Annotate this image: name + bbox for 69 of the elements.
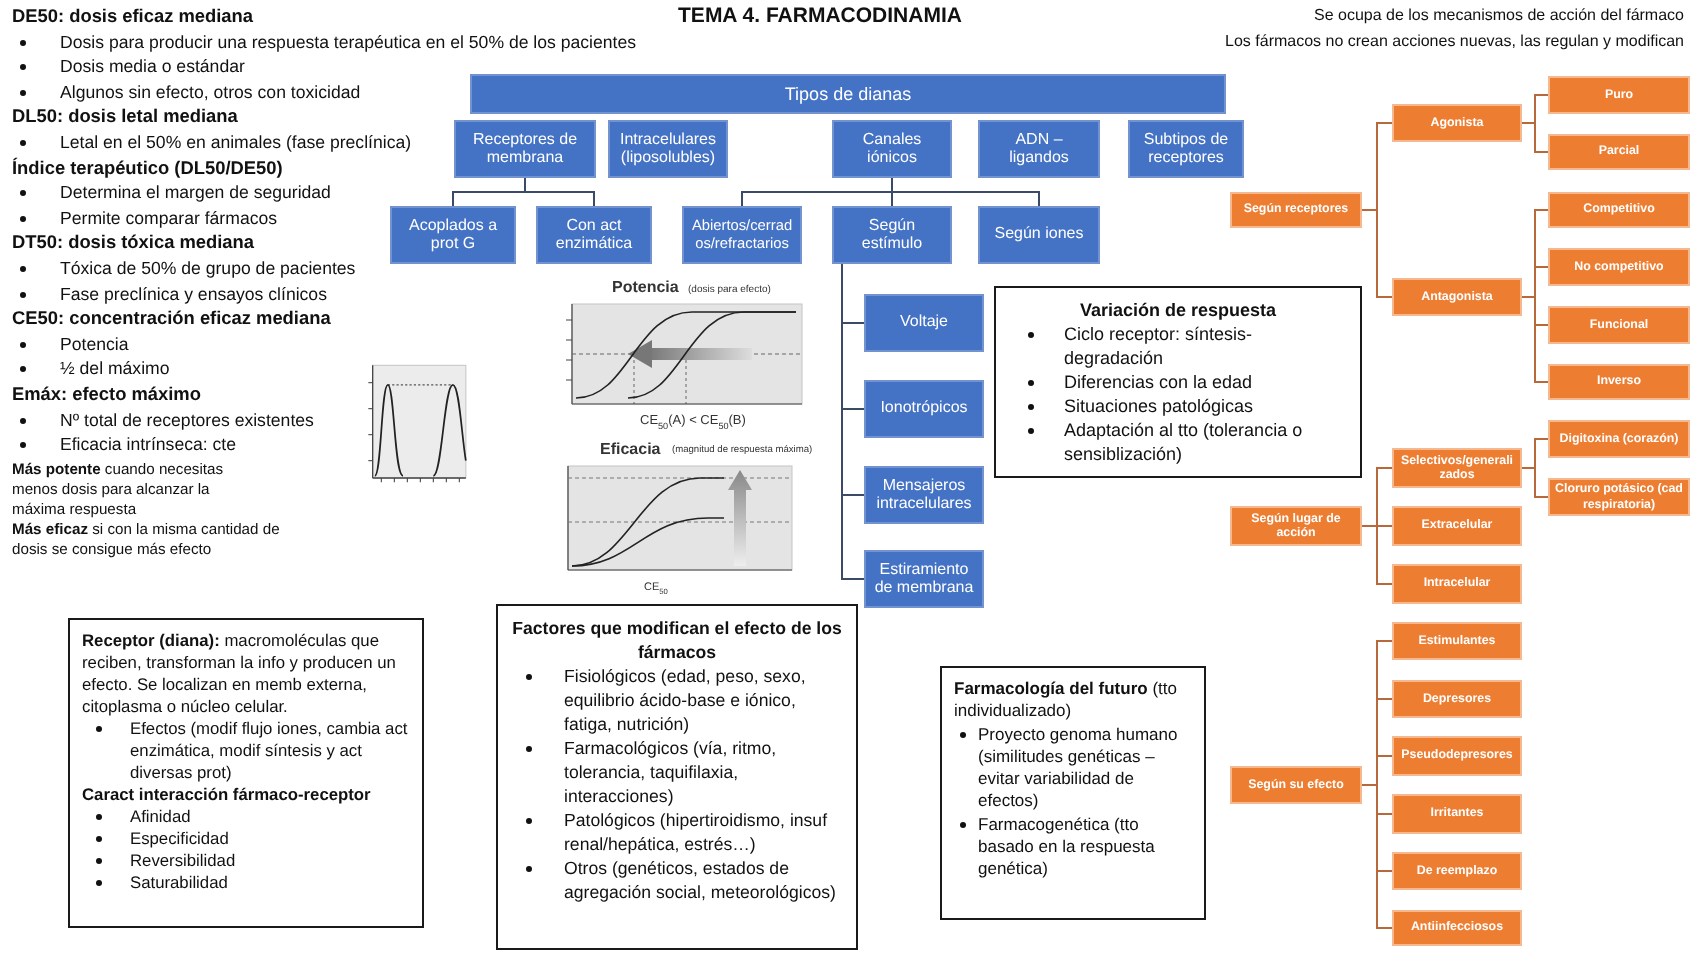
bullet-item: Efectos (modif flujo iones, cambia act enzimática, modif síntesis y act diversas prot) (82, 718, 410, 784)
note-card (994, 286, 1362, 478)
card-subheading: Caract interacción fármaco-receptor (82, 784, 373, 806)
category-box: Según estímulo (832, 206, 952, 264)
category-box: Intracelulares (liposolubles) (608, 120, 728, 178)
category-box: Ionotrópicos (864, 380, 984, 438)
category-box: Subtipos de receptores (1128, 120, 1244, 178)
connector-line (1521, 467, 1549, 498)
bullet-item: Fase preclínica y ensayos clínicos (16, 281, 327, 306)
bullet-item: Patológicos (hipertiroidismo, insuf renal/hepática, estrés…) (512, 808, 842, 856)
note-card (496, 604, 858, 950)
bullet-item: Afinidad (82, 806, 410, 828)
bullet-item: Saturabilidad (82, 872, 410, 894)
page-title: TEMA 4. FARMACODINAMIA (678, 4, 962, 28)
note-card (68, 618, 424, 928)
definition-heading: DT50: dosis tóxica mediana (12, 230, 255, 255)
bullet-item: Reversibilidad (82, 850, 410, 872)
bullet-item: Fisiológicos (edad, peso, sexo, equilibrio ácido-base e iónico, fatiga, nutrición) (512, 664, 842, 736)
bullet-item: Permite comparar fármacos (16, 205, 278, 230)
connector-line (1521, 296, 1549, 383)
category-box: Acoplados a prot G (390, 206, 516, 264)
connector-line (1361, 784, 1393, 929)
category-box: Voltaje (864, 294, 984, 352)
bullet-item: Situaciones patológicas (1012, 394, 1344, 418)
connector-line (841, 263, 865, 580)
definition-heading: Índice terapéutico (DL50/DE50) (12, 155, 283, 180)
bullet-item: Adaptación al tto (tolerancia o sensiblización) (1012, 418, 1344, 466)
bullet-item: Dosis media o estándar (16, 54, 245, 79)
category-box: Estiramiento de membrana (864, 550, 984, 608)
card-heading: Factores que modifican el efecto de los fármacos (512, 616, 842, 664)
bullet-item: Letal en el 50% en animales (fase preclínica) (16, 130, 412, 154)
header-bar: Tipos de dianas (470, 74, 1226, 114)
bullet-item: Determina el margen de seguridad (16, 180, 331, 205)
bullet-item: Diferencias con la edad (1012, 370, 1344, 394)
category-box: Con act enzimática (536, 206, 652, 264)
definition-heading: CE50: concentración eficaz mediana (12, 306, 331, 331)
card-paragraph: Receptor (diana): macromoléculas que reciben, transforman la info y producen un efecto. Se localizan en memb externa, citoplasma o núcleo celular. (82, 630, 398, 718)
bullet-item: Ciclo receptor: síntesis-degradación (1012, 322, 1344, 370)
bullet-item: Algunos sin efecto, otros con toxicidad (16, 79, 361, 104)
subtitle-text: Se ocupa de los mecanismos de acción del fármaco (1314, 6, 1684, 26)
bullet-item: Tóxica de 50% de grupo de pacientes (16, 256, 356, 280)
card-paragraph: Farmacología del futuro (tto individualizado) (954, 678, 1179, 724)
subtitle-text: Los fármacos no crean acciones nuevas, las regulan y modifican (1225, 32, 1684, 52)
chart-title: Eficacia (600, 440, 661, 460)
bullet-item: Farmacogenética (tto basado en la respuesta genética) (954, 813, 1192, 882)
bullet-item: Especificidad (82, 828, 410, 850)
card-heading: Variación de respuesta (1077, 298, 1279, 322)
connector-line (1361, 525, 1393, 585)
bullet-item: Potencia (16, 331, 129, 356)
definition-heading: DE50: dosis eficaz mediana (12, 4, 254, 28)
definition-heading: Emáx: efecto máximo (12, 382, 201, 406)
bullet-item: ½ del máximo (16, 356, 170, 381)
bullet-item: Proyecto genoma humano (similitudes genéticas – evitar variabilidad de efectos) (954, 723, 1192, 814)
category-box: Receptores de membrana (454, 120, 596, 178)
category-box: Según iones (978, 206, 1100, 264)
note-card (940, 666, 1206, 920)
bullet-item: Otros (genéticos, estados de agregación social, meteorológicos) (512, 856, 842, 904)
category-box: Mensajeros intracelulares (864, 466, 984, 524)
bullet-item: Nº total de receptores existentes (16, 407, 314, 432)
connector-line (1521, 122, 1549, 153)
bullet-item: Farmacológicos (vía, ritmo, tolerancia, taquifilaxia, interacciones) (512, 736, 842, 808)
definition-heading: DL50: dosis letal mediana (12, 104, 238, 129)
connector-line (524, 177, 595, 207)
chart-title: Potencia (612, 278, 679, 298)
bullet-item: Eficacia intrínseca: cte (16, 432, 237, 457)
connector-line (1361, 209, 1393, 298)
category-box: Canales iónicos (832, 120, 952, 178)
category-box: ADN – ligandos (978, 120, 1100, 178)
bullet-item: Dosis para producir una respuesta terapéutica en el 50% de los pacientes (16, 29, 637, 54)
